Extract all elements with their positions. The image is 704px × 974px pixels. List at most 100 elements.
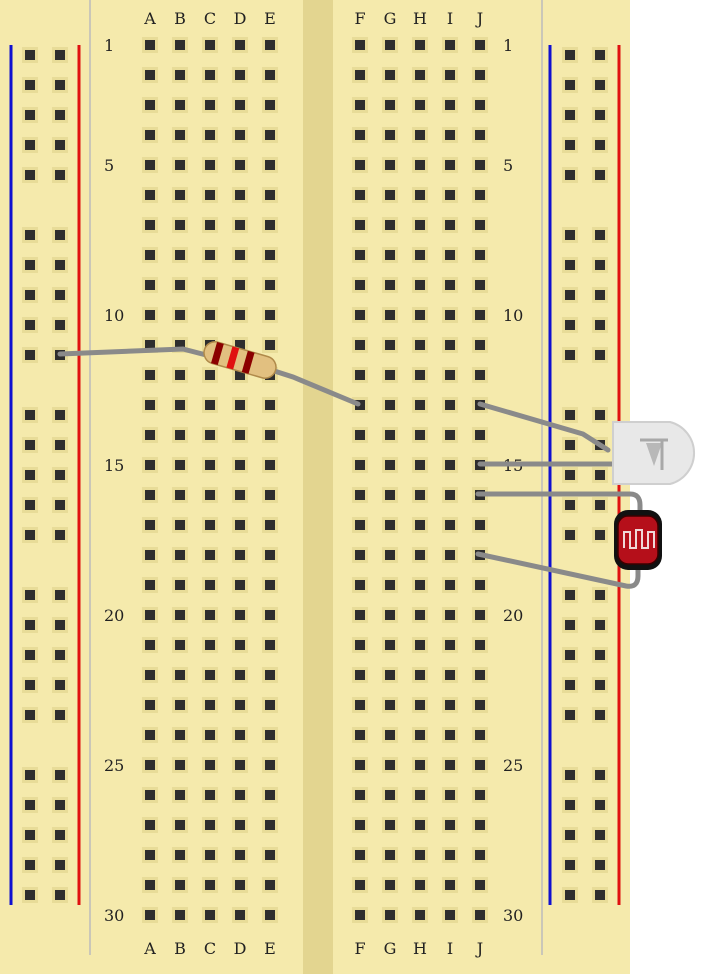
led[interactable]	[477, 401, 696, 485]
hole-A30[interactable]	[145, 910, 155, 920]
hole-D23[interactable]	[235, 700, 245, 710]
hole-C21[interactable]	[205, 640, 215, 650]
hole-D11[interactable]	[235, 340, 245, 350]
hole-D25[interactable]	[235, 760, 245, 770]
rail-hole-right-b[interactable]	[595, 320, 605, 330]
hole-E25[interactable]	[265, 760, 275, 770]
hole-G30[interactable]	[385, 910, 395, 920]
hole-D18[interactable]	[235, 550, 245, 560]
hole-H10[interactable]	[415, 310, 425, 320]
rail-hole-right-b[interactable]	[595, 290, 605, 300]
hole-E4[interactable]	[265, 130, 275, 140]
hole-C14[interactable]	[205, 430, 215, 440]
hole-J22[interactable]	[475, 670, 485, 680]
rail-hole-left-b[interactable]	[55, 860, 65, 870]
hole-C12[interactable]	[205, 370, 215, 380]
rail-hole-right-a[interactable]	[565, 830, 575, 840]
rail-hole-right-a[interactable]	[565, 350, 575, 360]
rail-hole-left-a[interactable]	[25, 80, 35, 90]
rail-hole-left-b[interactable]	[55, 650, 65, 660]
hole-E13[interactable]	[265, 400, 275, 410]
hole-G23[interactable]	[385, 700, 395, 710]
rail-hole-left-b[interactable]	[55, 890, 65, 900]
hole-F24[interactable]	[355, 730, 365, 740]
hole-J29[interactable]	[475, 880, 485, 890]
rail-hole-left-a[interactable]	[25, 230, 35, 240]
rail-hole-left-a[interactable]	[25, 620, 35, 630]
rail-hole-right-b[interactable]	[595, 710, 605, 720]
rail-hole-left-b[interactable]	[55, 710, 65, 720]
hole-E10[interactable]	[265, 310, 275, 320]
rail-hole-right-a[interactable]	[565, 650, 575, 660]
hole-F17[interactable]	[355, 520, 365, 530]
hole-D13[interactable]	[235, 400, 245, 410]
hole-D26[interactable]	[235, 790, 245, 800]
rail-hole-right-a[interactable]	[565, 260, 575, 270]
hole-C22[interactable]	[205, 670, 215, 680]
rail-hole-right-a[interactable]	[565, 410, 575, 420]
hole-J10[interactable]	[475, 310, 485, 320]
rail-hole-right-b[interactable]	[595, 890, 605, 900]
hole-I8[interactable]	[445, 250, 455, 260]
hole-I4[interactable]	[445, 130, 455, 140]
rail-hole-left-a[interactable]	[25, 770, 35, 780]
rail-hole-right-b[interactable]	[595, 860, 605, 870]
hole-G6[interactable]	[385, 190, 395, 200]
rail-hole-right-a[interactable]	[565, 290, 575, 300]
hole-B29[interactable]	[175, 880, 185, 890]
hole-E9[interactable]	[265, 280, 275, 290]
hole-B9[interactable]	[175, 280, 185, 290]
hole-H19[interactable]	[415, 580, 425, 590]
rail-hole-right-b[interactable]	[595, 620, 605, 630]
hole-A24[interactable]	[145, 730, 155, 740]
hole-C24[interactable]	[205, 730, 215, 740]
hole-H5[interactable]	[415, 160, 425, 170]
rail-hole-left-b[interactable]	[55, 470, 65, 480]
hole-F5[interactable]	[355, 160, 365, 170]
hole-D4[interactable]	[235, 130, 245, 140]
hole-D27[interactable]	[235, 820, 245, 830]
rail-hole-right-b[interactable]	[595, 830, 605, 840]
hole-E21[interactable]	[265, 640, 275, 650]
hole-I17[interactable]	[445, 520, 455, 530]
hole-H1[interactable]	[415, 40, 425, 50]
hole-J2[interactable]	[475, 70, 485, 80]
hole-B24[interactable]	[175, 730, 185, 740]
hole-J6[interactable]	[475, 190, 485, 200]
hole-D14[interactable]	[235, 430, 245, 440]
hole-E2[interactable]	[265, 70, 275, 80]
rail-hole-right-a[interactable]	[565, 50, 575, 60]
hole-D7[interactable]	[235, 220, 245, 230]
rail-hole-right-b[interactable]	[595, 590, 605, 600]
hole-D30[interactable]	[235, 910, 245, 920]
hole-A9[interactable]	[145, 280, 155, 290]
hole-H20[interactable]	[415, 610, 425, 620]
hole-B18[interactable]	[175, 550, 185, 560]
hole-C8[interactable]	[205, 250, 215, 260]
hole-D29[interactable]	[235, 880, 245, 890]
hole-E26[interactable]	[265, 790, 275, 800]
hole-B30[interactable]	[175, 910, 185, 920]
hole-B2[interactable]	[175, 70, 185, 80]
hole-E30[interactable]	[265, 910, 275, 920]
hole-H9[interactable]	[415, 280, 425, 290]
hole-F9[interactable]	[355, 280, 365, 290]
hole-B16[interactable]	[175, 490, 185, 500]
rail-hole-right-b[interactable]	[595, 470, 605, 480]
hole-H27[interactable]	[415, 820, 425, 830]
hole-B23[interactable]	[175, 700, 185, 710]
hole-B10[interactable]	[175, 310, 185, 320]
hole-A5[interactable]	[145, 160, 155, 170]
hole-I14[interactable]	[445, 430, 455, 440]
hole-F16[interactable]	[355, 490, 365, 500]
hole-H30[interactable]	[415, 910, 425, 920]
hole-E17[interactable]	[265, 520, 275, 530]
rail-hole-left-a[interactable]	[25, 800, 35, 810]
hole-D3[interactable]	[235, 100, 245, 110]
rail-hole-right-a[interactable]	[565, 620, 575, 630]
hole-G19[interactable]	[385, 580, 395, 590]
hole-B17[interactable]	[175, 520, 185, 530]
hole-F19[interactable]	[355, 580, 365, 590]
hole-A25[interactable]	[145, 760, 155, 770]
hole-E24[interactable]	[265, 730, 275, 740]
